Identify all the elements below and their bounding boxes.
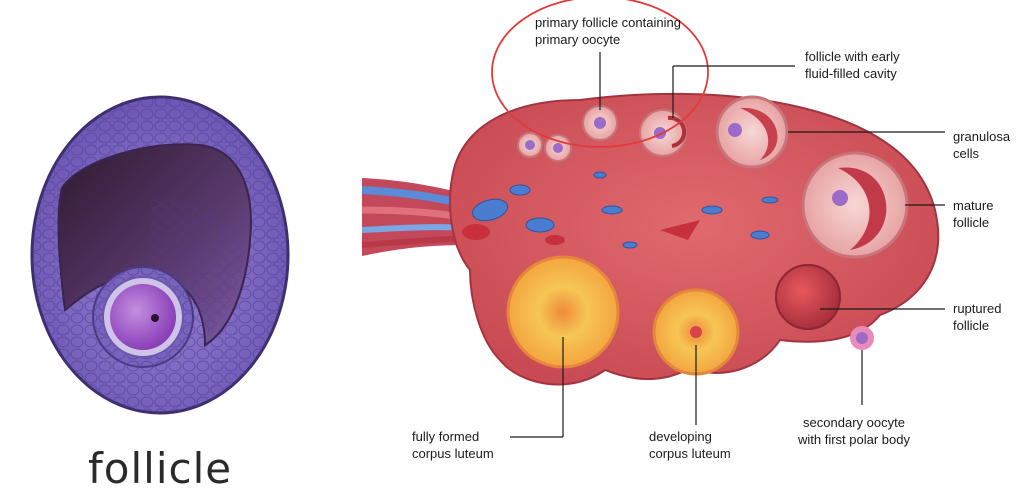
secondary-oocyte	[850, 326, 874, 350]
ruptured-follicle	[776, 265, 840, 329]
